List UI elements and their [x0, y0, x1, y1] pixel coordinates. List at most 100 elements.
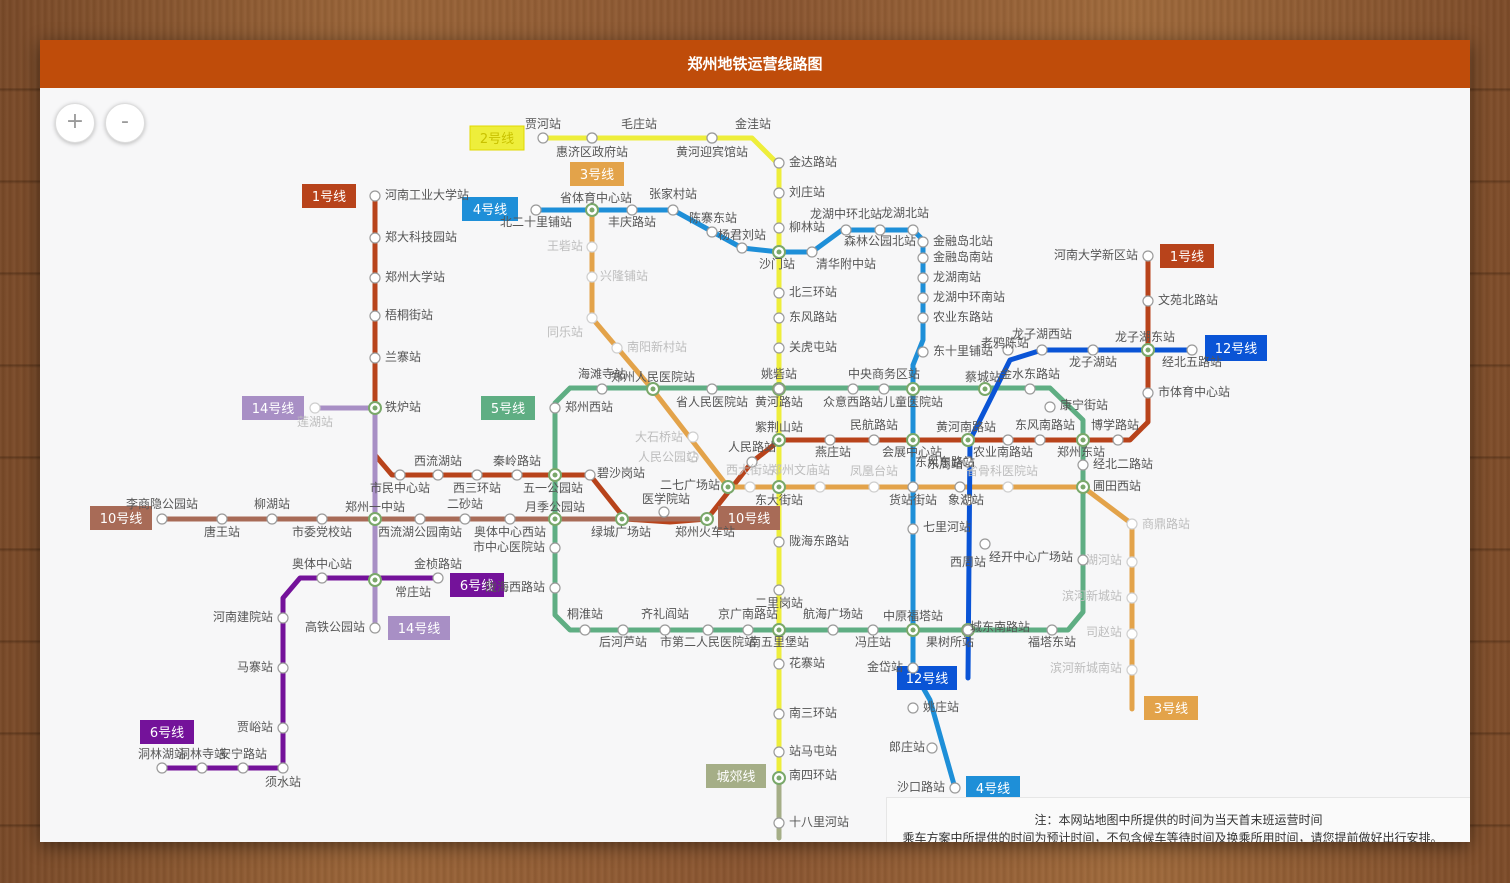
- station[interactable]: 兰寨站: [369, 349, 421, 364]
- station[interactable]: 花寨站: [773, 655, 825, 670]
- station[interactable]: 龙湖南站: [917, 269, 981, 284]
- station[interactable]: 金岱站: [867, 659, 919, 674]
- line-badge[interactable]: 3号线: [1144, 696, 1198, 720]
- station[interactable]: 郑州大学站: [369, 269, 445, 284]
- station[interactable]: 龙湖中环南站: [917, 289, 1005, 304]
- station[interactable]: 海滩寺站: [578, 366, 626, 395]
- station[interactable]: 人民公园站: [638, 450, 699, 464]
- station[interactable]: 清华附中站: [806, 246, 876, 271]
- station[interactable]: 河南建院站: [213, 609, 289, 624]
- station[interactable]: 沙口路站: [897, 779, 961, 794]
- station[interactable]: 蔡城站: [965, 370, 1001, 396]
- station[interactable]: 南四环站: [772, 767, 837, 785]
- station[interactable]: 东风东路站: [915, 454, 975, 469]
- station[interactable]: 河南大学新区站: [1054, 247, 1154, 262]
- station[interactable]: 民航路站: [850, 417, 898, 446]
- station[interactable]: 奥体中心西站: [474, 513, 546, 539]
- station[interactable]: 湖河站: [1086, 552, 1138, 568]
- station[interactable]: 杨君刘站: [718, 227, 766, 254]
- station[interactable]: 城东南路站: [962, 619, 1030, 636]
- station[interactable]: 会展中心站: [882, 433, 942, 459]
- station[interactable]: 京广南路站: [718, 606, 778, 636]
- station[interactable]: 二七广场站: [660, 478, 735, 494]
- station[interactable]: 莲湖站: [297, 402, 333, 429]
- station[interactable]: 众意西路站: [823, 383, 883, 409]
- station[interactable]: 南阳新村站: [611, 339, 687, 354]
- station[interactable]: 经开中心广场站: [989, 549, 1089, 566]
- zoom-in-button[interactable]: +: [55, 103, 95, 143]
- station[interactable]: 老鸦陈站: [981, 335, 1029, 356]
- line-badge[interactable]: 3号线: [570, 162, 624, 186]
- line-badge[interactable]: 1号线: [302, 184, 356, 208]
- station[interactable]: 经北五路站: [1162, 344, 1222, 369]
- station[interactable]: 二砂站: [447, 497, 483, 525]
- station[interactable]: 龙子湖东站: [1115, 329, 1175, 357]
- station[interactable]: 省人民医院站: [676, 383, 748, 409]
- station[interactable]: 黄河迎宾馆站: [676, 132, 748, 159]
- line-badge[interactable]: 10号线: [90, 506, 152, 530]
- station[interactable]: 姚庄站: [907, 699, 959, 714]
- station[interactable]: 龙子湖西站: [1012, 326, 1072, 356]
- station[interactable]: 奥体中心站: [292, 556, 352, 584]
- station[interactable]: 南五里堡站: [749, 623, 809, 649]
- station[interactable]: 北三环站: [773, 285, 837, 299]
- station[interactable]: 丰庆路站: [608, 204, 656, 229]
- station[interactable]: 贾峪站: [237, 720, 289, 734]
- station[interactable]: 郑州文庙站: [770, 462, 830, 493]
- line-badge[interactable]: 1号线: [1160, 244, 1214, 268]
- station[interactable]: 柳林站: [773, 220, 825, 234]
- station[interactable]: 马寨站: [237, 659, 289, 674]
- station[interactable]: 金桢路站: [414, 556, 462, 584]
- station[interactable]: 王砦站: [547, 238, 598, 253]
- station[interactable]: 象湖站: [948, 492, 984, 507]
- station[interactable]: 常庄站: [368, 573, 431, 599]
- station[interactable]: 齐礼阎站: [641, 606, 689, 636]
- line-badge[interactable]: 6号线: [450, 573, 504, 597]
- station[interactable]: 须水站: [265, 762, 301, 789]
- station[interactable]: 北二十里铺站: [500, 204, 572, 229]
- station[interactable]: 郑州人民医院站: [611, 369, 695, 396]
- station[interactable]: 同乐站: [547, 312, 598, 339]
- station[interactable]: 黄河南路站: [936, 419, 996, 447]
- station[interactable]: 关虎屯站: [773, 340, 837, 354]
- station[interactable]: 大石桥站: [635, 430, 699, 444]
- station[interactable]: 桐淮站: [567, 607, 603, 636]
- station[interactable]: 五一公园站: [523, 468, 583, 495]
- station[interactable]: 郎庄站: [889, 739, 938, 754]
- zoom-out-button[interactable]: -: [105, 103, 145, 143]
- station[interactable]: 文苑北路站: [1142, 292, 1218, 307]
- line-badge[interactable]: 城郊线: [706, 764, 766, 788]
- station[interactable]: 市民中心站: [370, 469, 430, 495]
- line-badge[interactable]: 6号线: [140, 720, 194, 744]
- station[interactable]: 月季公园站: [525, 500, 585, 526]
- line-badge[interactable]: 12号线: [1205, 335, 1267, 361]
- station[interactable]: 康宁街站: [1044, 397, 1108, 413]
- station[interactable]: 市体育中心站: [1142, 384, 1230, 399]
- station[interactable]: 滨河新城站: [1062, 588, 1138, 604]
- station[interactable]: 西周站: [950, 538, 991, 569]
- station[interactable]: 南三环站: [773, 705, 837, 720]
- station[interactable]: 中原福塔站: [883, 608, 943, 637]
- station[interactable]: 郑州一中站: [345, 499, 405, 526]
- station[interactable]: 人民路站: [728, 439, 776, 468]
- station[interactable]: 十八里河站: [773, 815, 849, 829]
- station[interactable]: 龙湖北站: [881, 205, 929, 236]
- station[interactable]: 张家村站: [649, 186, 697, 216]
- station[interactable]: 西流湖站: [414, 453, 462, 481]
- line-badge[interactable]: 2号线: [469, 125, 525, 151]
- line-badge[interactable]: 10号线: [718, 506, 780, 530]
- station[interactable]: 唐王站: [204, 513, 240, 539]
- station[interactable]: 碧沙岗站: [584, 466, 645, 481]
- station[interactable]: 商鼎路站: [1126, 516, 1190, 531]
- station[interactable]: 农业南路站: [973, 434, 1033, 459]
- station[interactable]: 陇海西路站: [485, 579, 561, 594]
- station[interactable]: 李商隐公园站: [126, 496, 198, 525]
- station[interactable]: 柳湖站: [254, 496, 290, 525]
- station[interactable]: 郑州西站: [549, 399, 613, 414]
- station[interactable]: 金达路站: [773, 154, 837, 169]
- station[interactable]: 市中心医院站: [473, 539, 561, 554]
- station[interactable]: 货站街站: [889, 481, 937, 507]
- station[interactable]: 省骨科医院站: [966, 464, 1038, 493]
- station[interactable]: 七里河站: [907, 520, 971, 535]
- station[interactable]: 森林公园北站: [844, 224, 916, 248]
